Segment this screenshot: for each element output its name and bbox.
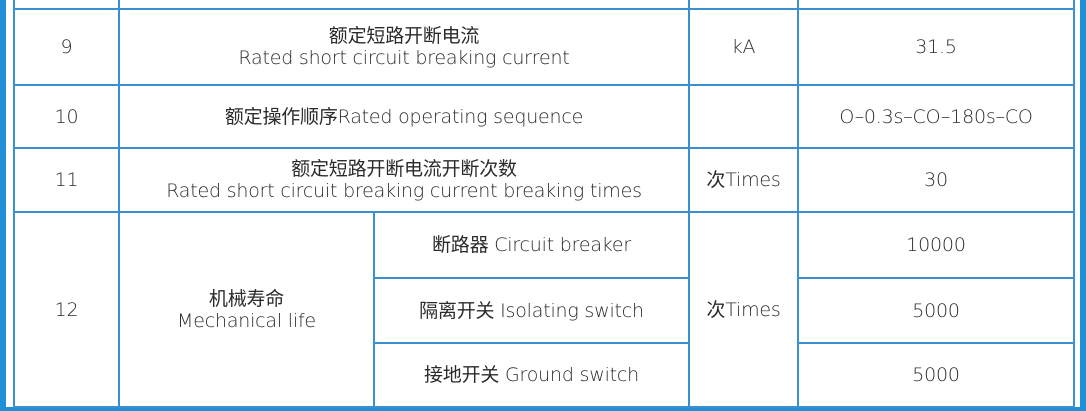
parameter-name-en: Rated short circuit breaking current (238, 47, 570, 69)
table-row: 9 额定短路开断电流 Rated short circuit breaking … (13, 8, 1075, 86)
specification-table: 9 额定短路开断电流 Rated short circuit breaking … (13, 0, 1075, 408)
parameter-name-en: Mechanical life (177, 309, 316, 332)
parameter-name-zh: 额定短路开断电流开断次数 (291, 158, 517, 180)
table-cell (13, 0, 120, 10)
table-row: 12 机械寿命 Mechanical life 断路器 Circuit brea… (13, 211, 1075, 408)
sub-parameter-name: 断路器 Circuit breaker (373, 211, 690, 279)
value-cell: 10000 (797, 211, 1075, 279)
value-cell: 5000 (797, 277, 1075, 344)
parameter-name: 额定短路开断电流开断次数 Rated short circuit breakin… (118, 147, 690, 213)
sub-parameter-name: 接地开关 Ground switch (373, 342, 690, 408)
unit-cell (688, 84, 799, 149)
unit-cell: kA (688, 8, 799, 86)
row-number: 10 (13, 84, 120, 149)
table-cell (118, 0, 690, 10)
row-number: 12 (13, 211, 120, 408)
table-cell (688, 0, 799, 10)
value-cell: O–0.3s–CO–180s–CO (797, 84, 1075, 149)
table-row: 隔离开关 Isolating switch 5000 (14, 277, 1075, 344)
table-cell (797, 0, 1075, 10)
table-row: 11 额定短路开断电流开断次数 Rated short circuit brea… (13, 147, 1075, 213)
value-cell: 31.5 (797, 8, 1075, 86)
parameter-name: 额定操作顺序Rated operating sequence (118, 84, 690, 149)
parameter-name: 额定短路开断电流 Rated short circuit breaking cu… (118, 8, 690, 86)
parameter-name: 机械寿命 Mechanical life (118, 211, 375, 408)
unit-cell: 次Times (688, 147, 799, 213)
value-cell: 5000 (797, 342, 1075, 408)
parameter-name-zh: 额定短路开断电流 (328, 25, 480, 47)
value-cell: 30 (797, 147, 1075, 213)
row-number: 9 (13, 8, 120, 86)
row-number: 11 (13, 147, 120, 213)
table-row: 接地开关 Ground switch 5000 (14, 342, 1075, 408)
table-row: 10 额定操作顺序Rated operating sequence O–0.3s… (13, 84, 1075, 149)
table-row-partial (13, 0, 1075, 10)
parameter-name-en: Rated short circuit breaking current bre… (166, 180, 642, 202)
unit-cell: 次Times (688, 211, 799, 408)
sub-parameter-name: 隔离开关 Isolating switch (373, 277, 690, 344)
parameter-name-zh: 机械寿命 (208, 287, 285, 310)
